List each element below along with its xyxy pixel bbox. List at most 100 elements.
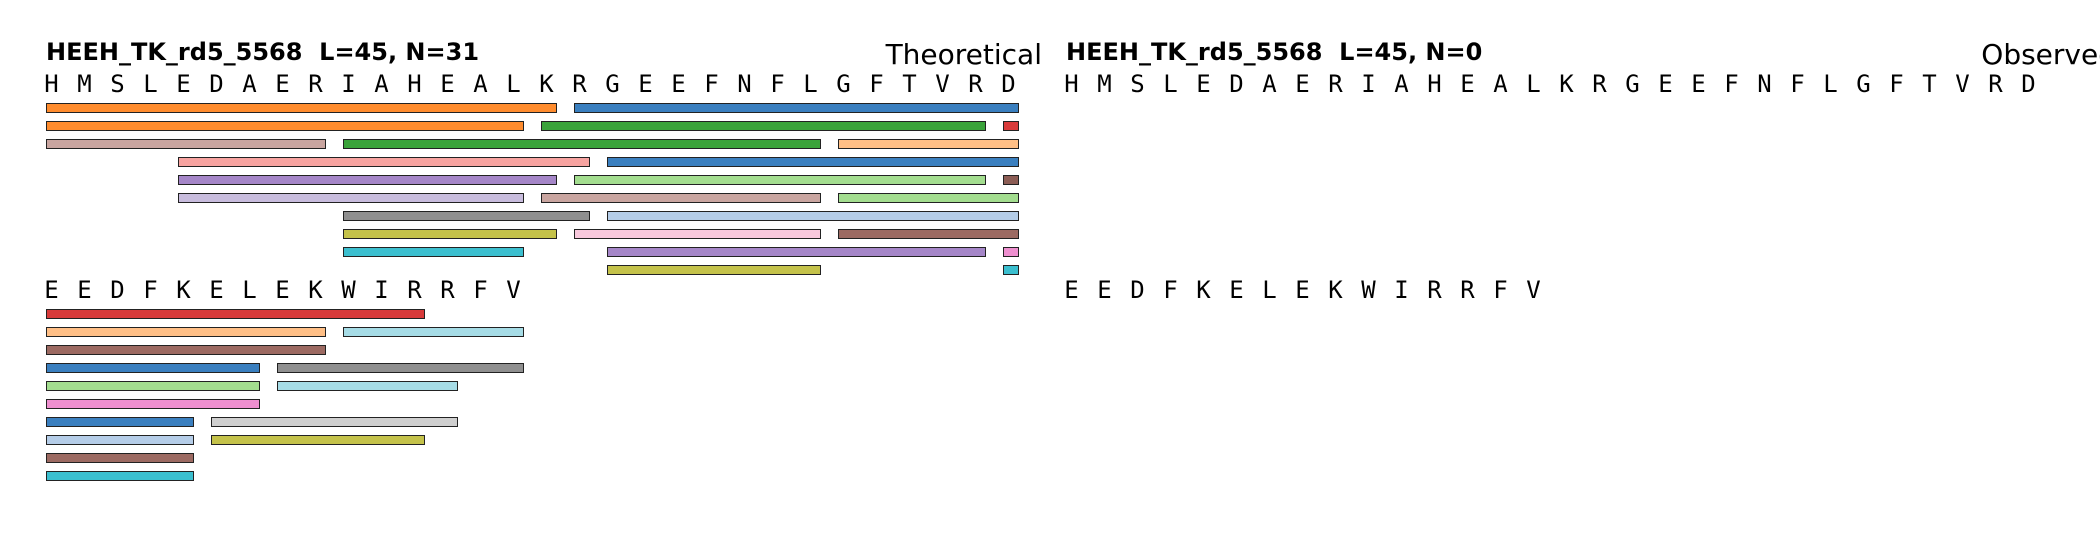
peptide-bar xyxy=(46,103,557,113)
residue-letter: G xyxy=(1625,70,1640,98)
residue-letter: L xyxy=(1262,276,1277,304)
peptide-bar xyxy=(46,309,425,319)
residue-letter: D xyxy=(1130,276,1145,304)
residue-letter: G xyxy=(605,70,620,98)
residue-letter: G xyxy=(1856,70,1871,98)
residue-letter: M xyxy=(1097,70,1112,98)
residue-letter: S xyxy=(1130,70,1145,98)
residue-letter: D xyxy=(2021,70,2036,98)
panel-label: Observed xyxy=(1981,38,2100,71)
residue-letter: R xyxy=(1592,70,1607,98)
residue-letter: R xyxy=(572,70,587,98)
residue-letter: T xyxy=(1922,70,1937,98)
residue-letter: G xyxy=(836,70,851,98)
residue-letter: S xyxy=(110,70,125,98)
residue-letter: T xyxy=(902,70,917,98)
residue-letter: H xyxy=(407,70,422,98)
residue-letter: E xyxy=(638,70,653,98)
residue-letter: D xyxy=(1229,70,1244,98)
residue-letter: R xyxy=(407,276,422,304)
residue-letter: H xyxy=(44,70,59,98)
panel-label: Theoretical xyxy=(885,38,1042,71)
peptide-bar xyxy=(46,399,260,409)
peptide-bar xyxy=(211,435,425,445)
peptide-bar xyxy=(541,121,986,131)
peptide-bar xyxy=(343,229,557,239)
residue-letter: E xyxy=(275,70,290,98)
peptide-bar xyxy=(343,139,821,149)
residue-letter: E xyxy=(1064,276,1079,304)
residue-letter: V xyxy=(1955,70,1970,98)
peptide-bar xyxy=(1003,121,1019,131)
peptide-bar xyxy=(343,247,524,257)
peptide-bar xyxy=(343,211,590,221)
peptide-bar xyxy=(46,417,194,427)
peptide-bar xyxy=(277,381,458,391)
residue-letter: K xyxy=(1196,276,1211,304)
residue-letter: W xyxy=(341,276,356,304)
residue-letter: F xyxy=(1790,70,1805,98)
peptide-bar xyxy=(46,345,326,355)
peptide-bar xyxy=(607,211,1019,221)
peptide-bar xyxy=(46,327,326,337)
residue-letter: L xyxy=(1163,70,1178,98)
residue-letter: E xyxy=(209,276,224,304)
residue-letter: L xyxy=(506,70,521,98)
residue-letter: E xyxy=(1460,70,1475,98)
peptide-bar xyxy=(1003,265,1019,275)
peptide-bar xyxy=(46,363,260,373)
residue-letter: F xyxy=(704,70,719,98)
residue-letter: I xyxy=(341,70,356,98)
residue-letter: L xyxy=(803,70,818,98)
residue-letter: E xyxy=(275,276,290,304)
residue-letter: K xyxy=(308,276,323,304)
residue-letter: F xyxy=(1493,276,1508,304)
residue-letter: A xyxy=(242,70,257,98)
peptide-bar xyxy=(541,193,821,203)
residue-letter: E xyxy=(671,70,686,98)
observed-panel: HEEH_TK_rd5_5568 L=45, N=0 Observed HMSL… xyxy=(1064,0,2100,540)
peptide-bar xyxy=(838,229,1019,239)
residue-letter: E xyxy=(44,276,59,304)
residue-letter: F xyxy=(770,70,785,98)
residue-letter: F xyxy=(1889,70,1904,98)
peptide-bar xyxy=(838,139,1019,149)
peptide-bar xyxy=(46,453,194,463)
residue-letter: N xyxy=(737,70,752,98)
residue-letter: K xyxy=(539,70,554,98)
residue-letter: L xyxy=(143,70,158,98)
residue-letter: A xyxy=(1493,70,1508,98)
residue-letter: R xyxy=(440,276,455,304)
residue-letter: F xyxy=(473,276,488,304)
peptide-bar xyxy=(574,229,821,239)
residue-letter: E xyxy=(440,70,455,98)
peptide-bar xyxy=(178,193,524,203)
residue-letter: E xyxy=(1097,276,1112,304)
peptide-bar xyxy=(607,157,1019,167)
residue-letter: E xyxy=(1196,70,1211,98)
residue-letter: R xyxy=(1328,70,1343,98)
residue-letter: R xyxy=(1988,70,2003,98)
residue-letter: V xyxy=(1526,276,1541,304)
peptide-bar xyxy=(838,193,1019,203)
peptide-bar xyxy=(607,247,986,257)
residue-letter: A xyxy=(374,70,389,98)
residue-letter: K xyxy=(1559,70,1574,98)
residue-letter: I xyxy=(374,276,389,304)
peptide-bar xyxy=(574,175,986,185)
residue-letter: R xyxy=(1460,276,1475,304)
residue-letter: H xyxy=(1064,70,1079,98)
residue-letter: F xyxy=(1163,276,1178,304)
peptide-bar xyxy=(46,121,524,131)
residue-letter: F xyxy=(1724,70,1739,98)
residue-letter: A xyxy=(1262,70,1277,98)
residue-letter: R xyxy=(968,70,983,98)
residue-letter: E xyxy=(77,276,92,304)
peptide-bar xyxy=(343,327,524,337)
peptide-bar xyxy=(178,175,557,185)
residue-letter: M xyxy=(77,70,92,98)
peptide-bar xyxy=(46,435,194,445)
residue-letter: H xyxy=(1427,70,1442,98)
residue-letter: R xyxy=(1427,276,1442,304)
residue-letter: V xyxy=(506,276,521,304)
